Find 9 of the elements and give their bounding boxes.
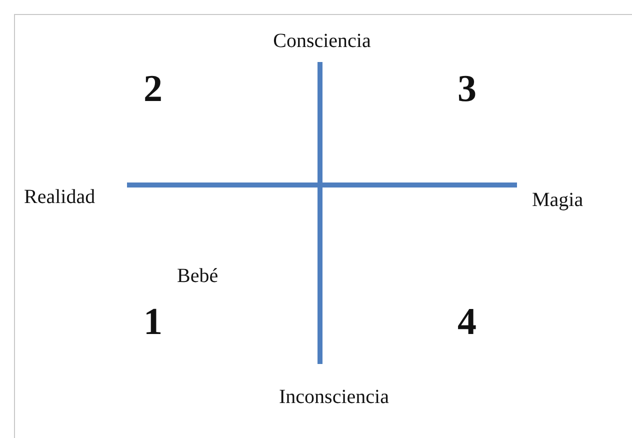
quadrant-number: 2 xyxy=(144,70,162,108)
axis-label: Magia xyxy=(532,190,584,210)
axis-label: Consciencia xyxy=(273,31,371,51)
axis-label: Bebé xyxy=(177,266,218,286)
quadrant-number: 4 xyxy=(458,303,476,341)
axis-label: Realidad xyxy=(24,187,96,207)
quadrant-number: 1 xyxy=(144,303,162,341)
quadrant-number: 3 xyxy=(458,70,476,108)
axis-label: Inconsciencia xyxy=(279,387,389,407)
